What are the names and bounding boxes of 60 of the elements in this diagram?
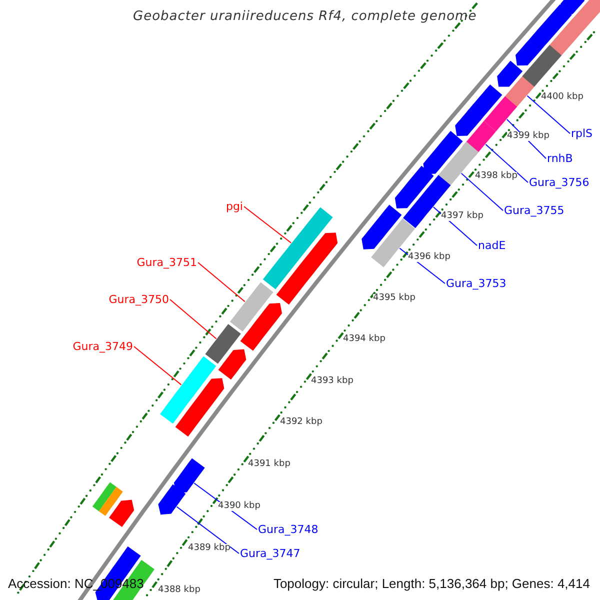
leader-line [198, 262, 246, 302]
gene-label: Gura_3749 [72, 341, 133, 352]
scale-label: 4400 kbp [541, 92, 584, 102]
leader-line [134, 346, 182, 386]
gene-feature [423, 130, 463, 174]
gene-label: Gura_3750 [108, 294, 169, 305]
gene-bar [230, 282, 274, 332]
gene-label: Gura_3747 [240, 548, 300, 559]
gene-label: rnhB [547, 153, 573, 164]
gene-bar [484, 96, 518, 132]
gene-label: nadE [478, 240, 506, 251]
leader-line [526, 95, 570, 134]
gene-bar [160, 356, 216, 424]
gene-feature [174, 458, 205, 494]
leader-line [176, 506, 240, 554]
gene-label: Gura_3755 [504, 205, 564, 216]
gene-bar [262, 207, 333, 290]
gene-feature [240, 303, 282, 351]
gene-feature [560, 0, 585, 14]
gene-bar [92, 482, 116, 512]
scale-label: 4389 kbp [188, 544, 230, 553]
scale-label: 4393 kbp [311, 376, 354, 386]
gene-label: Gura_3756 [529, 177, 590, 188]
scale-label: 4392 kbp [280, 418, 322, 427]
gene-bar [205, 324, 241, 364]
scale-label: 4391 kbp [248, 460, 290, 469]
gene-label: Gura_3753 [446, 278, 506, 289]
gene-label: pgi [226, 201, 243, 212]
scale-label: 4397 kbp [441, 212, 484, 221]
gene-feature [362, 204, 402, 250]
gene-feature [276, 232, 338, 305]
gene-label: rplS [571, 128, 593, 139]
gene-feature [497, 60, 523, 87]
scale-label: 4395 kbp [373, 294, 416, 303]
leader-line [244, 206, 292, 244]
scale-label: 4390 kbp [218, 502, 260, 511]
gene-feature [394, 166, 434, 208]
leader-line [460, 172, 504, 211]
leader-line [485, 144, 528, 183]
gene-feature [218, 349, 246, 380]
scale-label: 4394 kbp [343, 334, 386, 344]
leader-line [170, 299, 217, 340]
info-text: Topology: circular; Length: 5,136,364 bp; Genes: 4,414 [273, 576, 590, 590]
gene-feature [109, 500, 134, 527]
gene-bar [522, 44, 562, 87]
gene-feature [536, 4, 572, 42]
scale-label: 4396 kbp [408, 252, 450, 262]
scale-label: 4398 kbp [475, 172, 518, 181]
gene-bar [98, 486, 123, 516]
scale-label: 4388 kbp [158, 586, 200, 595]
gene-label: Gura_3748 [258, 524, 318, 535]
gene-feature [158, 484, 186, 515]
leader-line [432, 206, 478, 246]
title: Geobacter uraniireducens Rf4, complete genome [133, 10, 477, 23]
gene-feature [175, 378, 224, 437]
scale-label: 4399 kbp [507, 132, 550, 141]
info-text: Accession: NC_009483 [8, 576, 144, 590]
gene-feature [455, 109, 481, 136]
gene-feature [516, 31, 548, 66]
gene-label: Gura_3751 [136, 257, 197, 268]
